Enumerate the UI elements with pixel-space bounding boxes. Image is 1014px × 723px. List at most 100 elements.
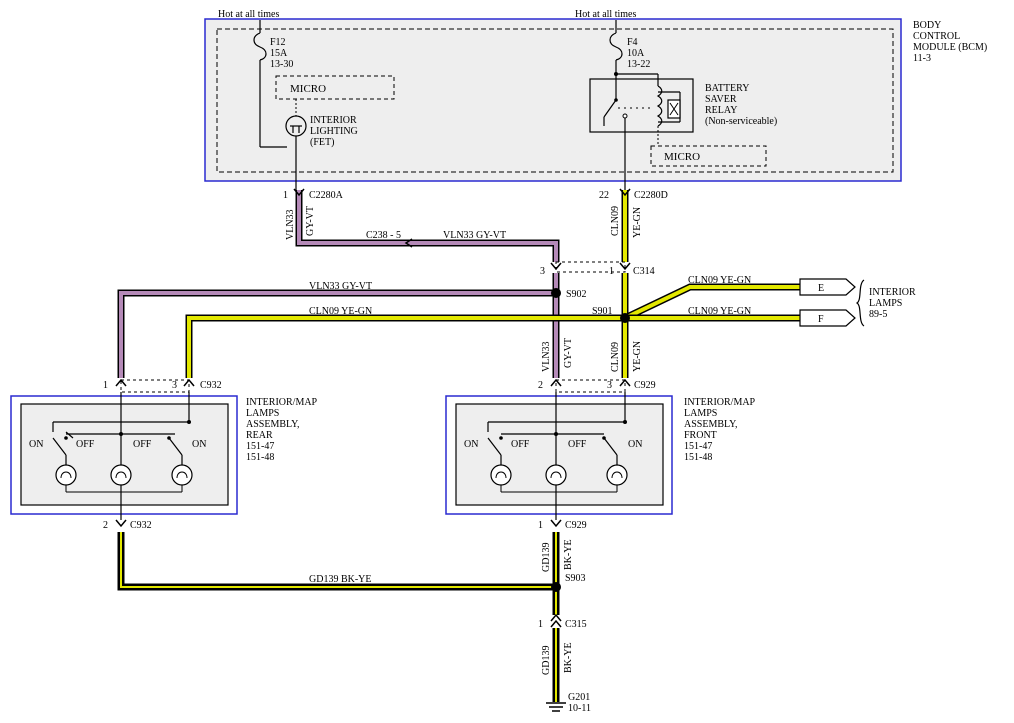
rear-switch-left-icon xyxy=(52,437,67,456)
front-bulb-left-icon xyxy=(490,464,512,486)
front-switch-left-icon xyxy=(487,437,502,456)
svg-text:F12: F12 xyxy=(270,37,286,48)
svg-text:1: 1 xyxy=(538,520,543,531)
front-off-right: OFF xyxy=(568,439,587,450)
svg-text:C2280D: C2280D xyxy=(634,190,668,201)
wire-label-cln09-yegn-e: CLN09 YE-GN xyxy=(688,275,751,286)
splice-s901 xyxy=(620,313,630,323)
svg-text:LAMPS: LAMPS xyxy=(684,408,717,419)
relay-switch-icon xyxy=(603,99,617,118)
svg-text:LIGHTING: LIGHTING xyxy=(310,126,358,137)
interior-lamps-f-connector: F xyxy=(799,309,856,327)
svg-text:11-3: 11-3 xyxy=(913,53,931,64)
splice-s901-label: S901 xyxy=(592,306,613,317)
wire-label-vln33-a: VLN33 xyxy=(285,209,296,240)
svg-text:INTERIOR: INTERIOR xyxy=(869,287,916,298)
wire-label-bkye-c929: BK-YE xyxy=(563,539,574,570)
svg-text:MODULE (BCM): MODULE (BCM) xyxy=(913,42,987,53)
connector-c932-bottom: 2 C932 xyxy=(103,519,152,531)
micro-right-box xyxy=(650,145,767,167)
svg-text:C2280A: C2280A xyxy=(309,190,344,201)
splice-s903-label: S903 xyxy=(565,573,586,584)
splice-s902 xyxy=(551,288,561,298)
svg-text:ASSEMBLY,: ASSEMBLY, xyxy=(684,419,738,430)
fuse-f12-icon xyxy=(253,32,267,61)
svg-text:E: E xyxy=(818,283,824,294)
connector-c238: C238 - 5 xyxy=(366,230,413,248)
wire-label-cln09-front: CLN09 xyxy=(610,342,621,372)
svg-text:LAMPS: LAMPS xyxy=(246,408,279,419)
svg-text:RELAY: RELAY xyxy=(705,105,737,116)
svg-text:F: F xyxy=(818,314,824,325)
rear-on-left: ON xyxy=(29,439,43,450)
wire-label-bkye-ground: BK-YE xyxy=(563,642,574,673)
relay-coil-icon xyxy=(656,85,663,127)
wire-label-gd139-ground: GD139 xyxy=(541,646,552,675)
svg-text:INTERIOR: INTERIOR xyxy=(310,115,357,126)
svg-text:C315: C315 xyxy=(565,619,587,630)
micro-right-label: MICRO xyxy=(664,151,700,163)
interior-lamps-label: INTERIOR LAMPS 89-5 xyxy=(869,287,916,320)
wire-label-gd139-c929: GD139 xyxy=(541,543,552,572)
connector-c2280a: 1 C2280A xyxy=(283,188,344,201)
wire-label-yegn-front: YE-GN xyxy=(632,341,643,372)
wire-cln09-rear xyxy=(185,314,625,378)
front-switch-right-icon xyxy=(603,437,618,456)
svg-text:INTERIOR/MAP: INTERIOR/MAP xyxy=(684,397,756,408)
svg-text:1: 1 xyxy=(538,619,543,630)
wire-label-vln33-gyvt-c238: VLN33 GY-VT xyxy=(443,230,506,241)
rear-bulb-right-icon xyxy=(171,464,193,486)
connector-c932-top: 1 3 C932 xyxy=(103,378,222,393)
svg-text:2: 2 xyxy=(538,380,543,391)
svg-text:REAR: REAR xyxy=(246,430,273,441)
rear-bulb-center-icon xyxy=(110,464,132,486)
svg-text:3: 3 xyxy=(607,380,612,391)
rear-off-left: OFF xyxy=(76,439,95,450)
interior-lamps-e-connector: E xyxy=(799,278,856,296)
svg-text:13-22: 13-22 xyxy=(627,59,650,70)
wire-label-vln33-front: VLN33 xyxy=(541,341,552,372)
fet-label: INTERIOR LIGHTING (FET) xyxy=(310,115,358,148)
bcm-module-box xyxy=(204,18,902,182)
battery-saver-relay-label: BATTERY SAVER RELAY (Non-serviceable) xyxy=(705,83,777,127)
connector-c315: 1 C315 xyxy=(538,613,587,630)
svg-text:LAMPS: LAMPS xyxy=(869,298,902,309)
wire-label-gd139-bkye-rear: GD139 BK-YE xyxy=(309,574,372,585)
fuse-f12-label: F12 15A 13-30 xyxy=(270,37,293,70)
svg-text:CONTROL: CONTROL xyxy=(913,31,960,42)
front-on-left: ON xyxy=(464,439,478,450)
svg-text:(FET): (FET) xyxy=(310,137,334,148)
svg-text:10A: 10A xyxy=(627,48,645,59)
ground-g201-icon xyxy=(546,702,566,712)
hot-right-label: Hot at all times xyxy=(575,9,636,20)
svg-text:2: 2 xyxy=(103,520,108,531)
rear-off-right: OFF xyxy=(133,439,152,450)
front-off-left: OFF xyxy=(511,439,530,450)
fuse-f4-label: F4 10A 13-22 xyxy=(627,37,650,70)
svg-text:INTERIOR/MAP: INTERIOR/MAP xyxy=(246,397,318,408)
interior-lamps-brace xyxy=(855,279,865,327)
micro-left-box xyxy=(275,75,395,100)
connector-c314: 3 1 C314 xyxy=(540,261,655,277)
svg-text:151-47: 151-47 xyxy=(684,441,712,452)
bcm-inner-dashed-box xyxy=(216,28,894,173)
svg-text:C929: C929 xyxy=(565,520,587,531)
connector-c929-bottom: 1 C929 xyxy=(538,519,587,531)
svg-text:3: 3 xyxy=(172,380,177,391)
svg-text:G201: G201 xyxy=(568,692,590,703)
svg-text:BATTERY: BATTERY xyxy=(705,83,749,94)
front-on-right: ON xyxy=(628,439,642,450)
wire-label-cln09-yegn-rear: CLN09 YE-GN xyxy=(309,306,372,317)
svg-text:C932: C932 xyxy=(200,380,222,391)
ground-g201-label: G201 10-11 xyxy=(568,692,591,714)
wire-label-cln09-yegn-f: CLN09 YE-GN xyxy=(688,306,751,317)
svg-text:C314: C314 xyxy=(633,266,655,277)
svg-text:F4: F4 xyxy=(627,37,638,48)
connector-c929-top: 2 3 C929 xyxy=(538,378,656,393)
svg-text:(Non-serviceable): (Non-serviceable) xyxy=(705,116,777,127)
rear-on-right: ON xyxy=(192,439,206,450)
svg-text:13-30: 13-30 xyxy=(270,59,293,70)
svg-text:151-47: 151-47 xyxy=(246,441,274,452)
rear-bulb-left-icon xyxy=(55,464,77,486)
svg-text:C929: C929 xyxy=(634,380,656,391)
